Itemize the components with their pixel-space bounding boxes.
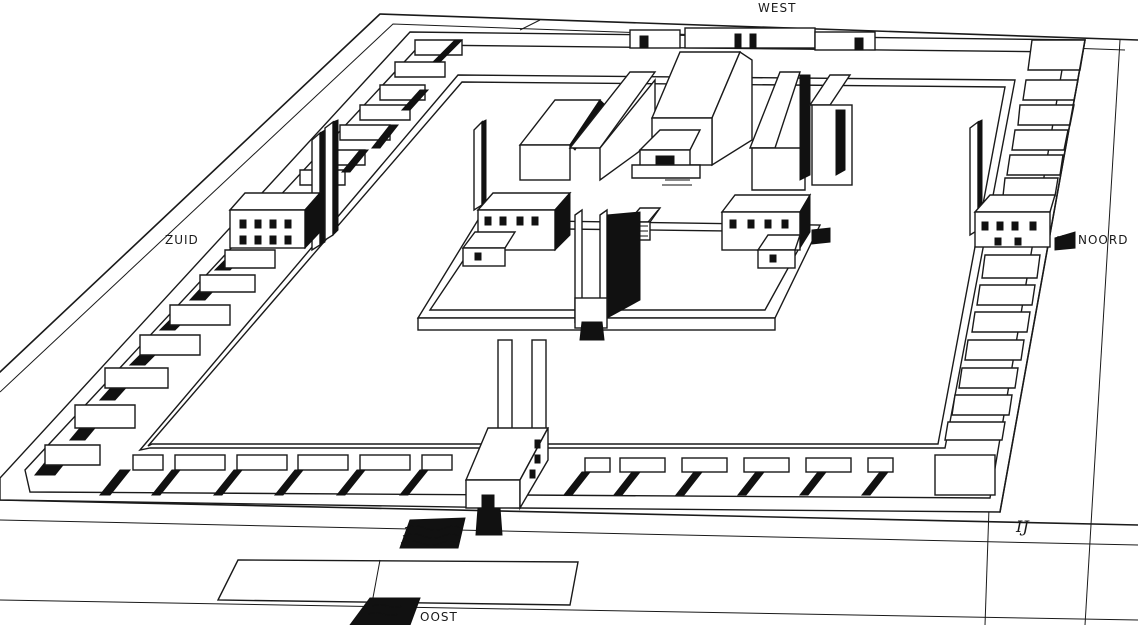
inner-court-buildings (461, 119, 831, 269)
label-zuid: ZUID (165, 233, 199, 247)
label-noord: NOORD (1078, 233, 1128, 247)
inner-court-gateway (574, 208, 641, 341)
artist-signature: IJ (1015, 517, 1030, 536)
north-steps (1054, 231, 1076, 251)
east-chambers (98, 454, 996, 496)
sanctuary (518, 50, 853, 191)
outer-steps (216, 517, 579, 625)
west-gate (629, 27, 876, 51)
south-gatehouse (228, 191, 322, 250)
north-gatehouse (969, 119, 1076, 251)
label-west: WEST (758, 1, 796, 15)
north-chambers (944, 39, 1086, 513)
label-oost: OOST (420, 610, 458, 624)
east-gate (464, 339, 550, 536)
